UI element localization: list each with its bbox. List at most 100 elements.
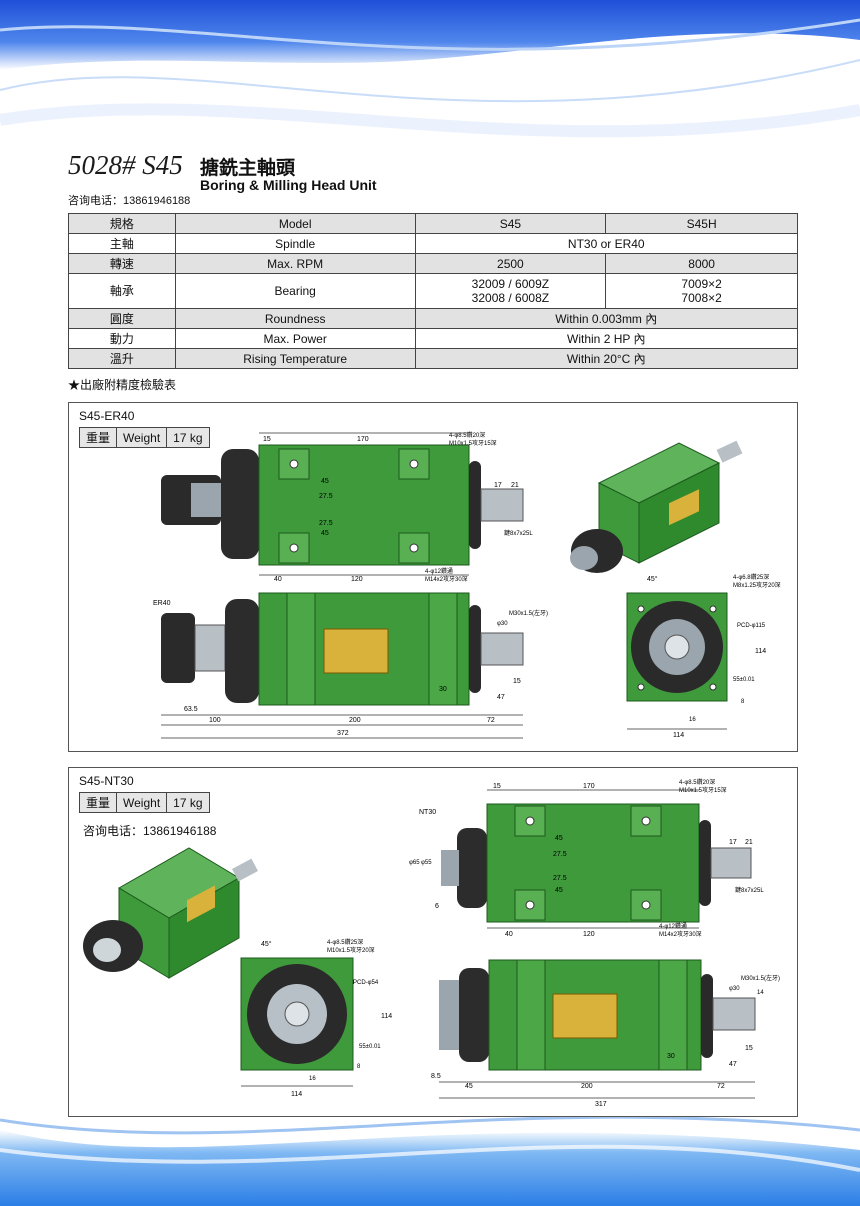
dim-6: 6 (435, 903, 439, 910)
panel-label: S45-NT30 (79, 774, 134, 788)
dim-21: 21 (511, 482, 519, 489)
dim-16: 16 (309, 1076, 316, 1082)
dim-17: 17 (494, 482, 502, 489)
table-cell: Spindle (174, 233, 416, 254)
panel-er40: S45-ER40 重量 Weight 17 kg 170 15 4-φ8.5鑽2… (68, 402, 798, 752)
dim-120: 120 (583, 931, 595, 938)
dim-27-5a: 27.5 (319, 493, 333, 500)
hole-note-top: 4-φ8.5鑽20深 (449, 431, 485, 439)
table-cell: NT30 or ER40 (414, 233, 799, 254)
table-cell: 動力 (68, 328, 176, 349)
dim-47: 47 (729, 1061, 737, 1068)
weight-value: 17 kg (166, 427, 210, 448)
er40-top-view: 170 15 4-φ8.5鑽20深 M10x1.5攻牙15深 40 120 4-… (161, 431, 533, 583)
dim-40: 40 (274, 576, 282, 583)
bearing-s45h-line1: 7009×2 (681, 277, 722, 291)
table-cell: 溫升 (68, 348, 176, 369)
title-chinese: 搪銑主軸頭 (200, 158, 296, 179)
table-cell: Model (174, 213, 416, 234)
er40-end-view: 45° 4-φ6.8鑽25深 M8x1.25攻牙20深 PCD-φ115 114… (626, 573, 781, 739)
table-cell: Roundness (174, 308, 416, 329)
dim-15: 15 (263, 436, 271, 443)
hole-note-bottom2: M14x2攻牙30深 (659, 930, 702, 938)
er40-iso-view (570, 440, 743, 573)
angle-45: 45° (647, 575, 658, 583)
dim-170: 170 (357, 436, 369, 443)
pcd-label: PCD-φ54 (353, 980, 379, 986)
dim-47: 47 (497, 694, 505, 701)
dim-114a: 114 (381, 1013, 392, 1020)
table-cell: 主軸 (68, 233, 176, 254)
panel-label: S45-ER40 (79, 409, 135, 423)
face-hole-note2: M10x1.5攻牙20深 (327, 946, 375, 954)
phi65: φ65 (409, 860, 420, 866)
dim-55: 55±0.01 (733, 677, 755, 683)
nt30-drawing: NT30 φ65 φ55 15 170 4-φ8.5鑽20深 M10x1.5攻牙… (83, 778, 780, 1108)
table-header-row: 規格 Model S45 S45H (68, 213, 798, 234)
table-cell: 轉速 (68, 253, 176, 274)
dim-15: 15 (493, 783, 501, 790)
thread-note: M30x1.5(左牙) (509, 609, 548, 617)
er40-drawing: 170 15 4-φ8.5鑽20深 M10x1.5攻牙15深 40 120 4-… (153, 431, 781, 739)
weight-en: Weight (116, 792, 168, 813)
dim-27-5b: 27.5 (553, 875, 567, 882)
dim-114b: 114 (673, 732, 684, 739)
dim-45b: 45 (321, 530, 329, 537)
side-hole-note2: M8x1.25攻牙20深 (733, 581, 781, 589)
dim-30: 30 (667, 1053, 675, 1060)
dim-27-5b: 27.5 (319, 520, 333, 527)
table-cell: 軸承 (68, 273, 176, 309)
table-cell: Max. Power (174, 328, 416, 349)
bearing-s45h-line2: 7008×2 (681, 291, 722, 305)
dim-21: 21 (745, 839, 753, 846)
table-row: 動力 Max. Power Within 2 HP 內 (68, 328, 799, 349)
dim-8-5: 8.5 (431, 1073, 441, 1080)
face-hole-note: 4-φ8.5鑽25深 (327, 938, 363, 946)
pcd-label: PCD-φ115 (737, 623, 766, 629)
dim-14: 14 (757, 990, 764, 996)
nt30-label: NT30 (419, 809, 436, 816)
hole-note-top: 4-φ8.5鑽20深 (679, 778, 715, 786)
hole-note-bottom2: M14x2攻牙30深 (425, 575, 468, 583)
dim-55: 55±0.01 (359, 1044, 381, 1050)
dim-100: 100 (209, 717, 221, 724)
dim-8: 8 (741, 699, 745, 705)
dim-27-5a: 27.5 (553, 851, 567, 858)
shaft-dia: φ30 (729, 986, 740, 992)
table-cell: Within 0.003mm 內 (414, 308, 799, 329)
dim-45a: 45 (555, 835, 563, 842)
dim-72: 72 (487, 717, 495, 724)
table-cell: 圓度 (68, 308, 176, 329)
nt30-side-view: 8.5 45 200 72 317 47 15 30 14 φ30 M30x1.… (431, 959, 780, 1108)
weight-cn: 重量 (78, 427, 118, 448)
dim-317: 317 (595, 1101, 607, 1108)
dim-16: 16 (689, 717, 696, 723)
hole-note-top2: M10x1.5攻牙15深 (449, 439, 497, 447)
phi55: φ55 (421, 860, 432, 866)
table-cell: 規格 (68, 213, 176, 234)
dim-114b: 114 (291, 1091, 302, 1098)
spec-table: 規格 Model S45 S45H 主軸 Spindle NT30 or ER4… (68, 213, 799, 369)
title-english: Boring & Milling Head Unit (200, 177, 377, 193)
er40-label: ER40 (153, 600, 171, 607)
hole-note-top2: M10x1.5攻牙15深 (679, 786, 727, 794)
contact-phone: 咨询电话：13861946188 (68, 195, 191, 207)
nt30-iso-view (83, 847, 258, 979)
table-cell: Max. RPM (174, 253, 416, 274)
dim-120: 120 (351, 576, 363, 583)
hole-note-bottom: 4-φ12鑽通 (659, 922, 687, 930)
weight-value: 17 kg (166, 792, 210, 813)
dim-72: 72 (717, 1083, 725, 1090)
table-row: 溫升 Rising Temperature Within 20°C 內 (68, 348, 799, 369)
table-cell: S45H (605, 213, 798, 234)
dim-15b: 15 (745, 1045, 753, 1052)
dim-372: 372 (337, 730, 349, 737)
dim-8: 8 (357, 1064, 361, 1070)
hole-note-bottom: 4-φ12鑽通 (425, 567, 453, 575)
inspection-note: ★出廠附精度檢驗表 (68, 378, 177, 392)
weight-table: 重量 Weight 17 kg (78, 427, 210, 448)
table-row: 轉速 Max. RPM 2500 8000 (68, 253, 798, 274)
